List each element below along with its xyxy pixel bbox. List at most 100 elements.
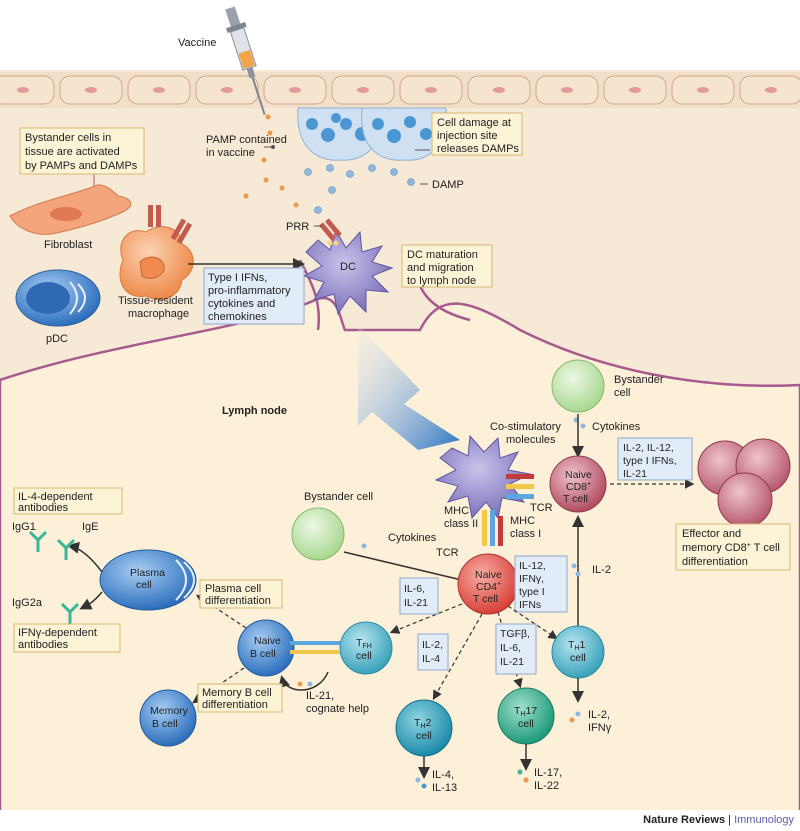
costim-molecule-1 [506, 474, 534, 479]
il6-box-l2: IL-21 [404, 597, 428, 609]
epithelial-nucleus [697, 87, 709, 93]
memory-diff-box [197, 683, 283, 713]
th17-out-l2: IL-22 [534, 780, 559, 792]
epithelial-nucleus [629, 87, 641, 93]
il12-box-l2: IFNγ, [519, 573, 544, 585]
il12-ifng-box [514, 555, 568, 613]
tcr-left-label: TCR [436, 547, 459, 559]
tgfb-il6-box [495, 623, 537, 675]
pamp-particles [243, 114, 299, 208]
naive-b-l1: Naive [254, 635, 281, 647]
plasma-diff-l1: Plasma cell [205, 583, 261, 595]
naive-cd8-cell [549, 455, 607, 513]
antibody-ige [56, 538, 76, 560]
epithelial-nucleus [765, 87, 777, 93]
plasma-diff-l2: differentiation [205, 595, 271, 607]
effector-cd8-cells [697, 438, 791, 528]
naive-cd4-l3: T cell [473, 593, 498, 605]
macrophage-cell [119, 205, 194, 300]
mhc1-molecule [506, 484, 534, 489]
footer-separator: | [725, 814, 735, 826]
type1-l3: cytokines and [208, 298, 275, 310]
th2-out-l2: IL-13 [432, 782, 457, 794]
il2-il4-box [417, 633, 449, 671]
igg2a-label: IgG2a [12, 597, 43, 609]
fibroblast-label: Fibroblast [44, 239, 92, 251]
naive-cd8-l2: CD8+ [566, 481, 591, 493]
il12-box-l1: IL-12, [519, 560, 546, 572]
bystander-mid-label: Bystander cell [304, 491, 373, 503]
dcmat-l1: DC maturation [407, 249, 478, 261]
mhc2-molecule [482, 510, 487, 546]
pamp-label-1: PAMP contained [206, 134, 287, 146]
tcr-cd4 [490, 510, 495, 546]
epithelial-nucleus [17, 87, 29, 93]
effector-l4: differentiation [682, 556, 748, 568]
macrophage-label-2: macrophage [128, 308, 189, 320]
th17-label-2: cell [518, 718, 534, 730]
memory-diff-l1: Memory B cell [202, 687, 272, 699]
il21-help-l2: cognate help [306, 703, 369, 715]
cell-damage-l2: injection site [437, 130, 498, 142]
th17-label-1: TH17 [514, 705, 537, 718]
pdc-label: pDC [46, 333, 68, 345]
tgfb-l1: TGFβ, [500, 628, 530, 640]
dc-label: DC [340, 261, 356, 273]
dc-maturation-box [401, 244, 493, 288]
bystander-tissue-l3: by PAMPs and DAMPs [25, 160, 138, 172]
epithelial-nucleus [289, 87, 301, 93]
mhc2-l1: MHC [444, 505, 469, 517]
effector-l2: memory CD8+ T cell [682, 542, 780, 554]
naive-cd8-l1: Naive [565, 469, 592, 481]
epithelial-nucleus [85, 87, 97, 93]
costim-l1: Co-stimulatory [490, 421, 561, 433]
th1-out-l1: IL-2, [588, 709, 610, 721]
lymph-node-label: Lymph node [222, 405, 287, 417]
bystander-top-l1: Bystander [614, 374, 664, 386]
naive-cd4-l1: Naive [475, 569, 502, 581]
effector-diff-box [675, 523, 791, 571]
cytokines-top: Cytokines [592, 421, 641, 433]
costim-l2: molecules [506, 434, 556, 446]
il24-l1: IL-2, [422, 639, 443, 651]
il2-right-label: IL-2 [592, 564, 611, 576]
il24-l2: IL-4 [422, 653, 440, 665]
il6-box-l1: IL-6, [404, 583, 425, 595]
naive-cd4-l2: CD4+ [476, 581, 501, 593]
ifng-dep-l1: IFNγ-dependent [18, 627, 97, 639]
ifng-dependent-box [13, 623, 121, 653]
dc-tissue [302, 218, 394, 316]
bystander-cell-mid [291, 507, 345, 561]
memory-b-l1: Memory [150, 705, 189, 717]
il4dep-l1: IL-4-dependent [18, 491, 93, 503]
tfh-label-2: cell [356, 650, 372, 662]
prr-label: PRR [286, 221, 309, 233]
pdc-cell [15, 269, 101, 327]
bystander-tissue-box [19, 127, 145, 175]
th1-label-2: cell [570, 652, 586, 664]
memory-b-l2: B cell [152, 718, 178, 730]
tgfb-l2: IL-6, [500, 642, 521, 654]
il12-box-l4: IFNs [519, 599, 541, 611]
cell-damage-l1: Cell damage at [437, 117, 511, 129]
th2-out-l1: IL-4, [432, 769, 454, 781]
dcmat-l2: and migration [407, 262, 474, 274]
ifng-dep-l2: antibodies [18, 639, 69, 651]
plasma-l2: cell [136, 579, 152, 591]
cytokines-mid: Cytokines [388, 532, 437, 544]
epithelial-nucleus [425, 87, 437, 93]
type1-l4: chemokines [208, 311, 267, 323]
damp-label: DAMP [432, 179, 464, 191]
il4-dependent-box [13, 487, 123, 515]
dcmat-l3: to lymph node [407, 275, 476, 287]
pamp-label-2: in vaccine [206, 147, 255, 159]
damp-particles [304, 164, 415, 214]
bystander-tissue-l2: tissue are activated [25, 146, 120, 158]
cell-damage-box [431, 112, 523, 156]
il2-box-l2: type I IFNs, [623, 455, 677, 467]
cell-damage-l3: releases DAMPs [437, 143, 519, 155]
footer-journal: Immunology [734, 814, 794, 826]
epithelial-nucleus [153, 87, 165, 93]
footer-brand: Nature Reviews [643, 814, 726, 826]
